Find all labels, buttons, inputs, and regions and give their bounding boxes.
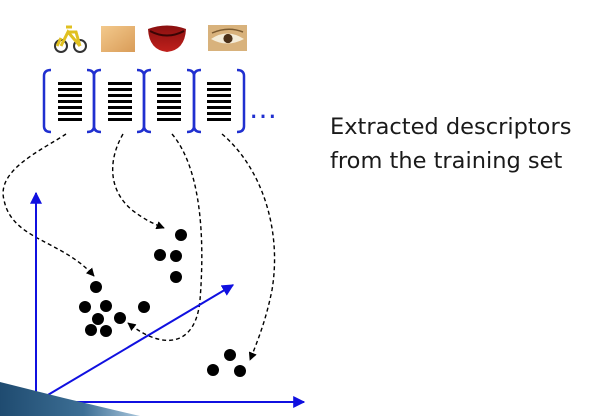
descriptor-point (138, 301, 150, 313)
descriptor-vector (42, 68, 96, 134)
descriptor-vector (142, 68, 196, 134)
descriptor-point (92, 313, 104, 325)
z-axis (35, 284, 235, 403)
descriptor-vector (192, 68, 246, 134)
descriptor-point (224, 349, 236, 361)
mapping-arrow (112, 133, 165, 230)
lips-thumbnail (148, 25, 186, 52)
caption: Extracted descriptors from the training … (330, 110, 598, 178)
descriptor-point (207, 364, 219, 376)
descriptor-point (234, 365, 246, 377)
eye-thumbnail (208, 25, 247, 51)
mapping-arrow (127, 133, 203, 342)
corner-decoration (0, 382, 140, 416)
descriptor-point (85, 324, 97, 336)
descriptor-point (170, 250, 182, 262)
descriptor-point (90, 281, 102, 293)
mapping-arrow (221, 133, 276, 361)
descriptor-point (175, 229, 187, 241)
skin-patch-thumbnail (101, 26, 135, 52)
caption-line: Extracted descriptors (330, 114, 572, 140)
bicycle-thumbnail (54, 25, 87, 53)
descriptor-point (100, 300, 112, 312)
descriptor-vector (92, 68, 146, 134)
ellipsis: … (249, 92, 277, 125)
descriptor-point (114, 312, 126, 324)
caption-line: from the training set (330, 148, 563, 174)
descriptor-point (79, 301, 91, 313)
descriptor-point (154, 249, 166, 261)
descriptor-point (100, 325, 112, 337)
mapping-arrow (2, 133, 95, 277)
descriptor-point (170, 271, 182, 283)
